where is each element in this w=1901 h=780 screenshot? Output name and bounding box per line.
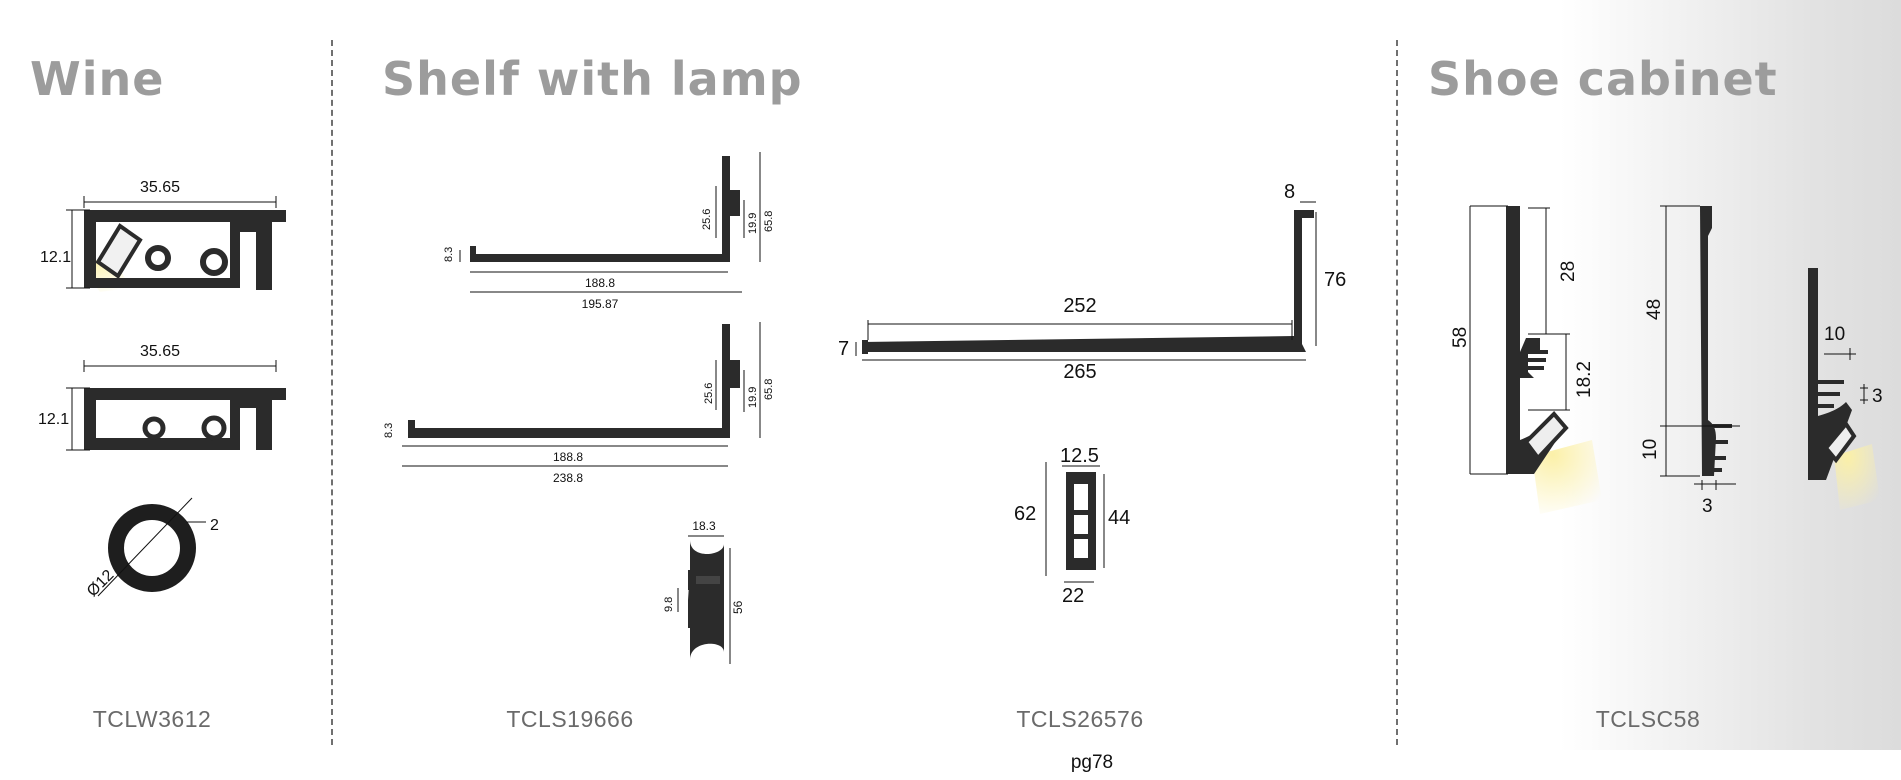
dim-wine-b-width: 35.65 [140, 343, 180, 360]
profile-tcls19666-b [408, 324, 740, 438]
section-divider [1396, 40, 1398, 745]
model-number-tcls26576: TCLS26576 [1016, 706, 1144, 732]
dim-shelf-a-len2: 195.87 [582, 297, 619, 311]
dim-shelf-b-h3: 65.8 [763, 379, 775, 400]
section-divider [331, 40, 333, 745]
dim-shoe-c-side: 3 [1872, 386, 1883, 407]
profile-tcls19666-clip [688, 540, 724, 660]
dim-wine-ring-wall: 2 [210, 517, 219, 534]
background-gradient [1560, 0, 1901, 750]
dim-shoe-c-top: 10 [1824, 324, 1845, 345]
profile-tclsc58-b [1700, 206, 1732, 476]
dimension-lines [855, 201, 1317, 361]
section-title-wine: Wine [30, 52, 165, 106]
dim-shoe-a-total: 58 [1450, 327, 1471, 348]
dim-shelf-a-len1: 188.8 [585, 276, 615, 290]
dim-wine-b-height: 12.1 [38, 411, 69, 428]
dimension-lines [66, 196, 277, 289]
model-number-tclw3612: TCLW3612 [92, 706, 212, 732]
dim-shelf-b-h2: 19.9 [747, 387, 759, 408]
dim-26576-clip-right: 44 [1108, 507, 1130, 529]
dimension-lines [459, 152, 761, 293]
profile-tclw3612-ring [97, 497, 206, 597]
dimension-lines [1045, 462, 1105, 583]
dim-shoe-b-width: 3 [1702, 496, 1713, 517]
page-number: pg78 [1070, 752, 1114, 773]
profile-tcls26576-clip [1066, 472, 1096, 570]
dim-shoe-a-top: 28 [1558, 261, 1579, 282]
dim-shelf-a-h1: 25.6 [701, 209, 713, 230]
profile-tclw3612-b [84, 388, 286, 450]
dim-26576-height: 76 [1324, 269, 1346, 291]
dim-26576-clip-bottom: 22 [1062, 585, 1084, 607]
dim-26576-inner: 252 [1063, 295, 1096, 317]
dimension-lines [1660, 205, 1740, 490]
dimension-lines [677, 535, 731, 664]
dim-shelf-a-h2: 19.9 [747, 213, 759, 234]
section-title-shoe: Shoe cabinet [1428, 52, 1778, 106]
profile-tclw3612-a [84, 210, 286, 292]
dim-shelf-b-h1: 25.6 [703, 383, 715, 404]
dim-shelf-b-len1: 188.8 [553, 450, 583, 464]
dim-shelf-b-len2: 238.8 [553, 471, 583, 485]
dim-shoe-b-bottom: 10 [1640, 439, 1661, 460]
dim-26576-top: 8 [1284, 181, 1295, 203]
dimension-lines [66, 360, 277, 451]
profile-tcls19666-a [470, 156, 740, 262]
section-title-shelf: Shelf with lamp [382, 52, 803, 106]
dimension-lines [1824, 348, 1868, 404]
dim-shelf-a-lip: 8.3 [443, 247, 455, 262]
dim-26576-total: 265 [1063, 361, 1096, 383]
dim-shelf-b-lip: 8.3 [383, 423, 395, 438]
dim-wine-ring-dia: Ø12 [84, 567, 117, 600]
dim-26576-clip-left: 62 [1014, 503, 1036, 525]
profile-tclsc58-c [1808, 268, 1880, 510]
dim-wine-a-height: 12.1 [40, 249, 71, 266]
dimension-lines [1469, 205, 1570, 475]
profile-tclsc58-a [1506, 206, 1602, 514]
dim-shelf-a-h3: 65.8 [763, 211, 775, 232]
dim-wine-a-width: 35.65 [140, 179, 180, 196]
dim-shelf-clip-h2: 56 [731, 600, 745, 614]
dim-shoe-a-mid: 18.2 [1574, 361, 1595, 398]
dim-26576-clip-top: 12.5 [1060, 445, 1099, 467]
dim-26576-lip: 7 [838, 338, 849, 360]
model-number-tclsc58: TCLSC58 [1595, 706, 1701, 732]
dim-shelf-clip-h1: 9.8 [663, 597, 675, 612]
profile-tcls26576 [862, 210, 1314, 354]
dimension-lines [402, 322, 761, 467]
model-number-tcls19666: TCLS19666 [506, 706, 634, 732]
dim-shelf-clip-w: 18.3 [692, 519, 716, 533]
dim-shoe-b-total: 48 [1644, 299, 1665, 320]
